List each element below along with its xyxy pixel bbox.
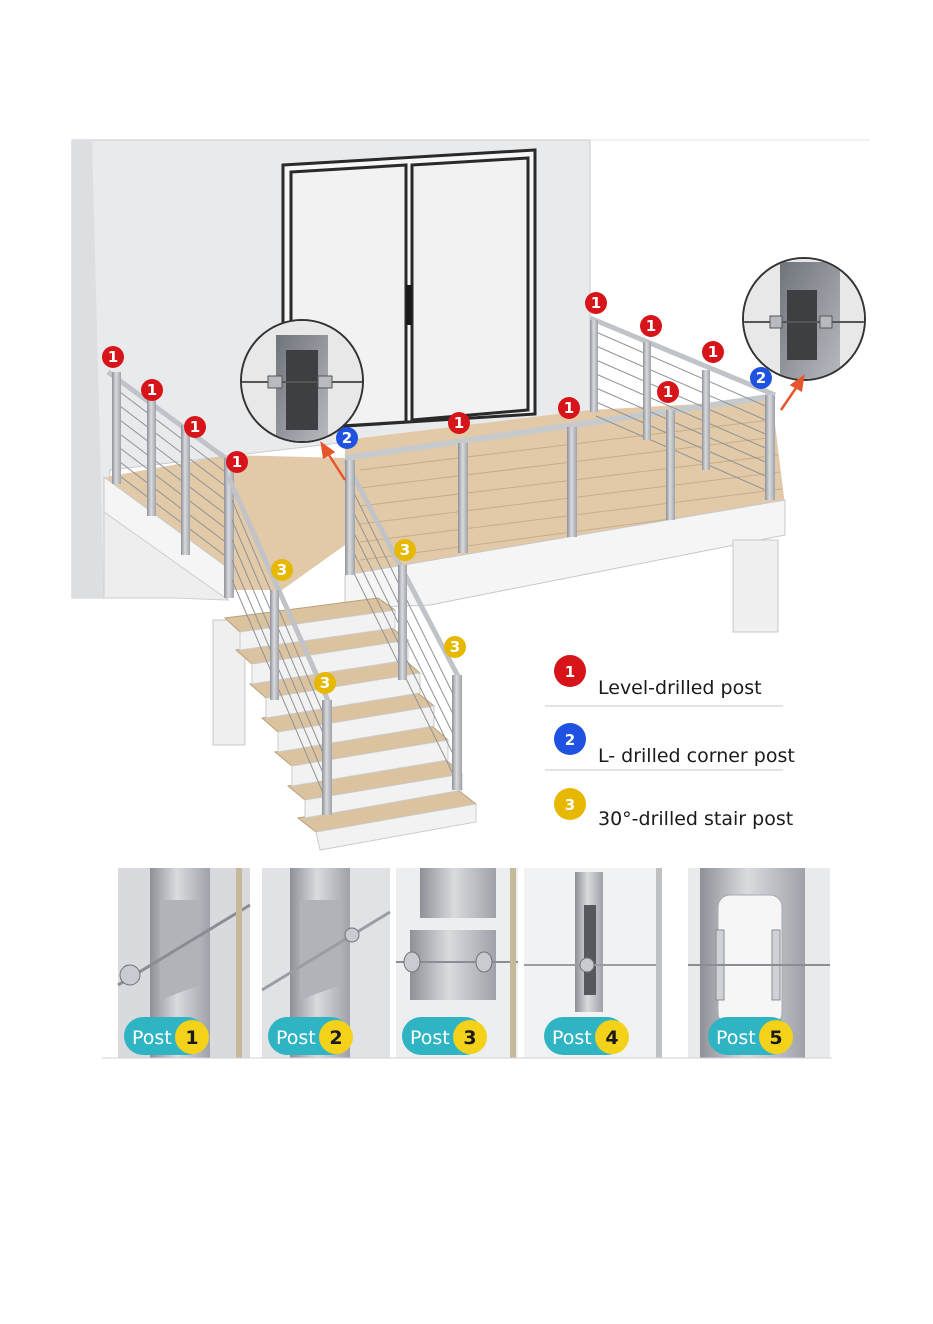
marker-number: 1: [232, 453, 242, 471]
post-number: 5: [769, 1027, 782, 1049]
marker-corner-post: 2: [750, 367, 772, 389]
marker-number: 1: [564, 399, 574, 417]
post-label-text: Post: [410, 1027, 450, 1049]
post-label-text: Post: [552, 1027, 592, 1049]
marker-number: 1: [454, 414, 464, 432]
marker-number: 1: [108, 348, 118, 366]
post-label-4: Post 4: [544, 1017, 629, 1055]
legend-item-level: 1 Level-drilled post: [545, 655, 783, 706]
marker-level-post: 1: [448, 412, 470, 434]
marker-number: 3: [277, 561, 287, 579]
legend-item-stair: 3 30°-drilled stair post: [554, 788, 793, 830]
marker-number: 1: [646, 317, 656, 335]
post-label-text: Post: [132, 1027, 172, 1049]
legend-badge-number: 1: [565, 663, 575, 681]
marker-number: 1: [708, 343, 718, 361]
zoom-detail-right: [742, 258, 866, 382]
marker-level-post: 1: [702, 341, 724, 363]
legend-item-corner: 2 L- drilled corner post: [545, 723, 795, 770]
marker-level-post: 1: [226, 451, 248, 473]
marker-number: 1: [663, 383, 673, 401]
legend-badge-number: 2: [565, 731, 575, 749]
marker-stair-post: 3: [394, 539, 416, 561]
marker-level-post: 1: [657, 381, 679, 403]
marker-level-post: 1: [141, 379, 163, 401]
post-label-3: Post 3: [402, 1017, 487, 1055]
marker-level-post: 1: [102, 346, 124, 368]
legend: 1 Level-drilled post 2 L- drilled corner…: [545, 655, 795, 830]
legend-label: 30°-drilled stair post: [598, 808, 793, 830]
marker-number: 3: [400, 541, 410, 559]
post-label-text: Post: [276, 1027, 316, 1049]
post-label-text: Post: [716, 1027, 756, 1049]
marker-stair-post: 3: [271, 559, 293, 581]
post-number: 2: [329, 1027, 342, 1049]
legend-label: L- drilled corner post: [598, 745, 795, 767]
marker-number: 1: [147, 381, 157, 399]
legend-label: Level-drilled post: [598, 677, 762, 699]
marker-number: 2: [342, 429, 352, 447]
marker-number: 3: [450, 638, 460, 656]
marker-number: 1: [190, 418, 200, 436]
marker-number: 3: [320, 674, 330, 692]
marker-corner-post: 2: [336, 427, 358, 449]
legend-badge-number: 3: [565, 796, 575, 814]
post-number: 4: [605, 1027, 618, 1049]
marker-stair-post: 3: [314, 672, 336, 694]
marker-number: 2: [756, 369, 766, 387]
marker-number: 1: [591, 294, 601, 312]
marker-level-post: 1: [585, 292, 607, 314]
marker-level-post: 1: [558, 397, 580, 419]
post-number: 3: [463, 1027, 476, 1049]
post-label-1: Post 1: [124, 1017, 209, 1055]
marker-stair-post: 3: [444, 636, 466, 658]
post-label-2: Post 2: [268, 1017, 353, 1055]
marker-level-post: 1: [184, 416, 206, 438]
post-label-5: Post 5: [708, 1017, 793, 1055]
post-number: 1: [185, 1027, 198, 1049]
marker-level-post: 1: [640, 315, 662, 337]
